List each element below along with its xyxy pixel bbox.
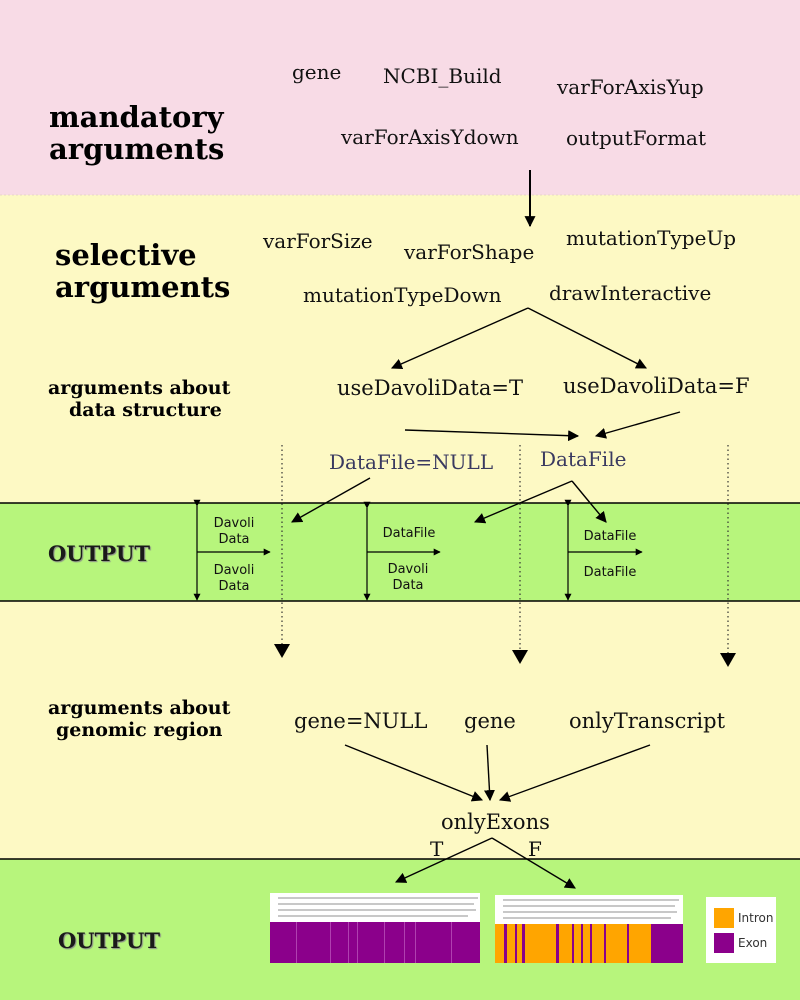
section-line: data structure [69,398,222,421]
arg-datafile-null: DataFile=NULL [329,450,494,474]
box-label-line: Data [218,578,250,594]
arg-output-format: outputFormat [566,126,706,150]
section-selective-arguments: selective arguments [55,238,231,304]
section-line: arguments about [48,377,231,399]
section-line: arguments [49,131,225,166]
box1-top-label: Davoli Data [204,516,264,547]
band-selective [0,195,800,503]
output-label-1: OUTPUT [48,541,150,566]
legend-label-intron: Intron [738,911,774,925]
arg-draw-interactive: drawInteractive [549,281,712,305]
arg-gene: gene [292,60,342,84]
section-mandatory-arguments: mandatory arguments [49,100,225,166]
arrow-datafile-to-box2 [473,480,573,524]
box-label-line: Data [392,577,424,593]
arrow-datafile-to-box3 [571,480,607,523]
arg-only-transcript: onlyTranscript [569,709,726,733]
arrow-gene-null-to-onlyexons [344,744,484,802]
arrow-exons-false [491,837,576,889]
box-label-line: Davoli [387,562,429,577]
arrow-onlytranscript-to-onlyexons [498,744,651,802]
box2-top-label: DataFile [382,526,436,541]
label-false: F [528,837,542,861]
arg-gene-genomic: gene [464,709,516,733]
arg-use-davoli-true: useDavoliData=T [337,376,523,400]
output-label-2: OUTPUT [58,928,160,953]
arg-var-axis-y-down: varForAxisYdown [341,125,519,149]
section-line: arguments [55,269,231,304]
arrow-exons-true [395,837,493,883]
arrow-davoli-t-to-datafile [404,429,580,442]
section-line: arguments about [48,697,231,719]
dotted-guide-arrowhead [274,644,290,658]
box3-top-label: DataFile [583,529,637,544]
section-line: genomic region [56,718,223,741]
arg-datafile: DataFile [540,447,627,471]
section-line: mandatory [49,100,224,134]
legend-label-exon: Exon [738,936,768,950]
arg-use-davoli-false: useDavoliData=F [563,374,750,398]
box3-bottom-label: DataFile [583,565,637,580]
dotted-guide-arrowhead [720,653,736,667]
box-label-line: Davoli [213,516,255,531]
arg-var-axis-y-up: varForAxisYup [557,75,704,99]
arrow-null-to-box1 [291,477,371,523]
arrow-gene-to-onlyexons [483,744,495,802]
arg-mutation-type-up: mutationTypeUp [566,226,737,250]
band-genomic [0,601,800,859]
section-genomic-region: arguments about genomic region [48,697,231,742]
legend: Intron Exon [706,897,776,963]
box1-bottom-label: Davoli Data [204,563,264,594]
arrow-to-davoli-t [390,307,529,370]
legend-swatch-exon [714,933,734,953]
box-label-line: Davoli [213,563,255,578]
band-mandatory [0,0,800,195]
thumbnail-introns-exons [495,895,683,963]
box2-bottom-label: Davoli Data [378,562,438,593]
arrow-to-davoli-f [527,307,647,369]
thumbnail-exons-only [270,893,480,963]
arg-only-exons: onlyExons [441,810,550,834]
arrow-davoli-f-to-datafile [594,411,681,439]
section-line: selective [55,238,197,272]
arg-ncbi-build: NCBI_Build [383,64,502,88]
legend-swatch-intron [714,908,734,928]
arg-gene-null: gene=NULL [294,709,428,733]
section-data-structure: arguments about data structure [48,377,231,422]
dotted-guide-arrowhead [512,650,528,664]
arg-var-for-shape: varForShape [404,240,535,264]
box-label-line: Data [218,531,250,547]
arg-mutation-type-down: mutationTypeDown [303,283,502,307]
label-true: T [430,837,444,861]
arg-var-for-size: varForSize [263,229,373,253]
